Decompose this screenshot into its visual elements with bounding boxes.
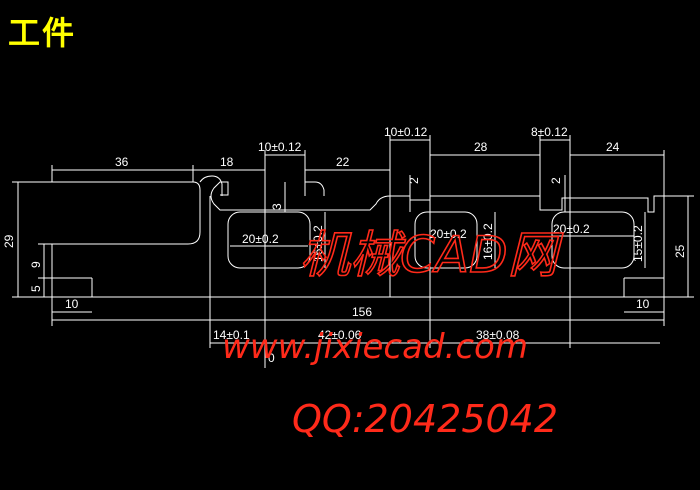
dim-36: 36 — [115, 155, 129, 169]
dim-25: 25 — [673, 244, 687, 258]
dim-16b: 16±0.2 — [481, 223, 495, 260]
dim-10a: 10±0.12 — [258, 140, 302, 154]
dim-29: 29 — [2, 234, 16, 248]
dim-2a: 2 — [407, 177, 421, 184]
dim-24: 24 — [606, 140, 620, 154]
dim-20a: 20±0.2 — [242, 232, 279, 246]
dim-2b: 2 — [549, 177, 563, 184]
dim-10b: 10±0.12 — [384, 125, 428, 139]
top-tab-left — [199, 175, 223, 196]
dim-5: 5 — [29, 285, 43, 292]
slot-1 — [227, 211, 311, 269]
top-tab-right — [304, 181, 325, 196]
dim-38: 38±0.08 — [476, 328, 520, 342]
dim-14: 14±0.1 — [213, 328, 250, 342]
dim-28: 28 — [474, 140, 488, 154]
slot-2 — [414, 211, 478, 269]
dim-18: 18 — [220, 155, 234, 169]
dim-10-left: 10 — [65, 297, 79, 311]
dim-8: 8±0.12 — [531, 125, 568, 139]
slot-3 — [551, 211, 635, 269]
dim-22: 22 — [336, 155, 350, 169]
dim-20c: 20±0.2 — [553, 222, 590, 236]
drawing-title: 工件 — [8, 14, 77, 52]
dim-15: 15±0.2 — [631, 225, 645, 262]
dim-20b: 20±0.2 — [430, 227, 467, 241]
dim-9: 9 — [29, 261, 43, 268]
dim-0: 0 — [268, 351, 275, 365]
watermark-url: www.jixiecad.com — [222, 327, 528, 367]
dim-16a: 16±0.2 — [311, 225, 325, 262]
watermark-qq: QQ:20425042 — [292, 397, 558, 441]
dim-10-right: 10 — [636, 297, 650, 311]
dim-3: 3 — [270, 203, 284, 210]
dim-42: 42±0.06 — [318, 328, 362, 342]
part-outline — [51, 181, 665, 298]
watermark-site-name: 机械CAD网 — [300, 226, 564, 284]
dim-156: 156 — [352, 305, 372, 319]
